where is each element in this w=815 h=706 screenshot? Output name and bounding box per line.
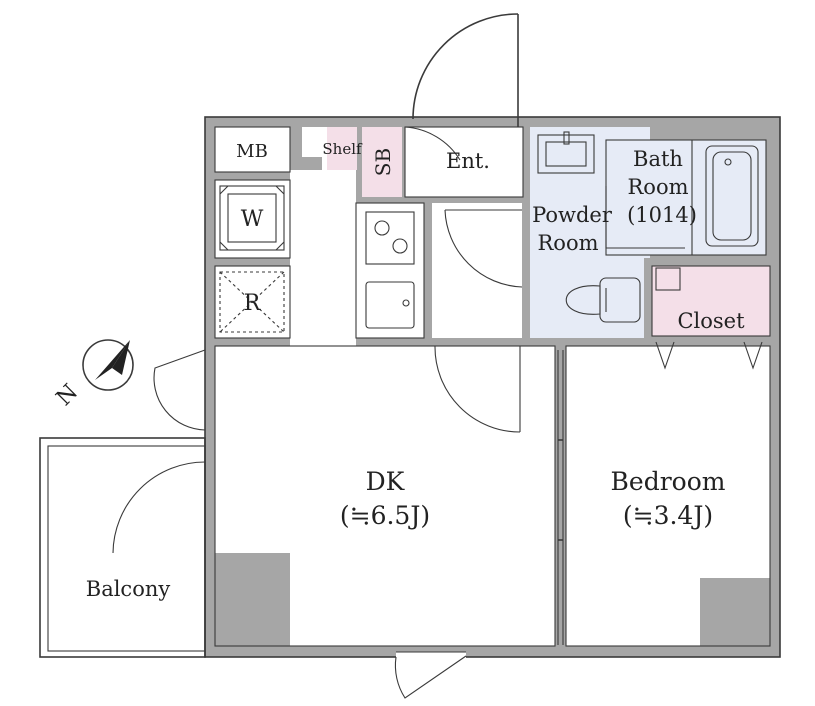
shelf-pink xyxy=(327,127,357,170)
bath-door xyxy=(605,186,685,249)
stove xyxy=(365,211,415,265)
kitchen-counter xyxy=(356,203,424,338)
powder-closet-wall xyxy=(644,258,652,338)
bedroom-sliding-door xyxy=(557,350,564,645)
powder-room-label-1: Powder xyxy=(532,203,613,227)
dk-door xyxy=(432,345,522,433)
powder-room-label-2: Room xyxy=(537,231,598,255)
mb-space xyxy=(215,127,290,172)
dk-size-label: (≒6.5J) xyxy=(340,501,430,530)
bath-room-label-2: Room xyxy=(627,175,688,199)
west-door xyxy=(153,349,206,431)
outlines xyxy=(204,116,781,658)
ent-label: Ent. xyxy=(446,149,490,173)
dk-label: DK xyxy=(366,467,406,496)
washer-pan xyxy=(219,185,285,251)
kitchen-sink xyxy=(365,281,415,329)
shelf-space xyxy=(302,127,322,157)
corridor-door xyxy=(444,209,523,288)
bath-room-label-1: Bath xyxy=(633,147,683,171)
bedroom-size-label: (≒3.4J) xyxy=(623,501,713,530)
closet-pink xyxy=(652,266,770,336)
balcony-label: Balcony xyxy=(86,577,171,601)
compass-north-label: N xyxy=(52,380,83,411)
bottom-door xyxy=(394,651,467,699)
bathtub xyxy=(705,145,759,247)
sb-pink xyxy=(362,127,402,197)
bath-floor-wall xyxy=(652,258,770,266)
bedroom-label: Bedroom xyxy=(611,467,726,496)
entrance-inner-swing xyxy=(404,126,461,161)
closet-label: Closet xyxy=(677,309,745,333)
washer-label: W xyxy=(241,207,264,232)
balcony xyxy=(39,437,206,658)
sb-label: SB xyxy=(371,148,395,176)
bedroom-lower-right-notch xyxy=(700,578,780,657)
toilet xyxy=(565,277,641,323)
entrance-space xyxy=(405,127,523,197)
pipe-shaft xyxy=(655,267,681,291)
shelf-label: Shelf xyxy=(322,140,363,158)
bathroom-fill xyxy=(606,140,766,255)
mb-label: MB xyxy=(236,141,268,162)
entrance-door xyxy=(412,13,519,127)
hallway xyxy=(290,170,356,350)
dk-lower-left-notch xyxy=(205,553,290,657)
compass-icon: N xyxy=(52,339,134,411)
fridge-space-mark xyxy=(219,271,285,333)
closet-folding-doors xyxy=(655,341,763,370)
washbasin xyxy=(537,131,595,174)
room-fills xyxy=(205,127,780,657)
bath-size-label: (1014) xyxy=(627,203,697,227)
fridge-label: R xyxy=(244,291,262,316)
